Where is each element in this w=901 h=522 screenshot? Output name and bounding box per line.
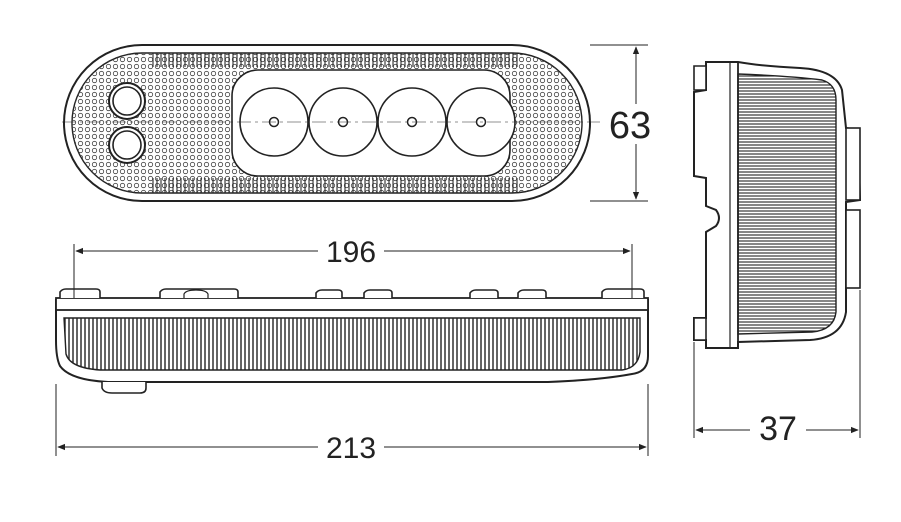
small-lens-upper [108, 82, 146, 120]
front-view-foot [101, 382, 147, 394]
depth-label: 37 [759, 410, 797, 448]
mounting-tab-2 [315, 289, 343, 298]
top-ribbed-band [150, 53, 520, 67]
side-view [693, 61, 862, 349]
front-view-top-plate [55, 297, 649, 311]
mount-spacing-label: 196 [326, 236, 376, 269]
top-view [62, 44, 600, 202]
mounting-tab-left [59, 288, 101, 298]
depth-dimension [693, 290, 861, 446]
front-ribbed-lens [63, 317, 641, 371]
height-label: 63 [609, 105, 651, 147]
height-dimension [590, 44, 654, 202]
mounting-tab-5 [517, 289, 547, 298]
top-view-outline [63, 44, 591, 202]
mounting-tab-4 [469, 289, 499, 298]
bottom-ribbed-band [150, 178, 520, 193]
front-view [55, 288, 649, 394]
tab-notch [183, 289, 209, 298]
side-boss-upper [845, 127, 861, 201]
overall-length-label: 213 [326, 432, 376, 465]
mounting-tab-center-left [159, 288, 239, 298]
small-lens-lower [108, 126, 146, 164]
side-top-bracket [693, 65, 707, 91]
mounting-tab-3 [363, 289, 393, 298]
side-boss-lower [845, 209, 861, 289]
overall-length-dimension [55, 384, 649, 464]
mounting-tab-right [601, 288, 645, 298]
side-view-lens [737, 73, 837, 335]
mount-spacing-dimension [73, 234, 633, 298]
side-bottom-bracket [693, 317, 707, 341]
